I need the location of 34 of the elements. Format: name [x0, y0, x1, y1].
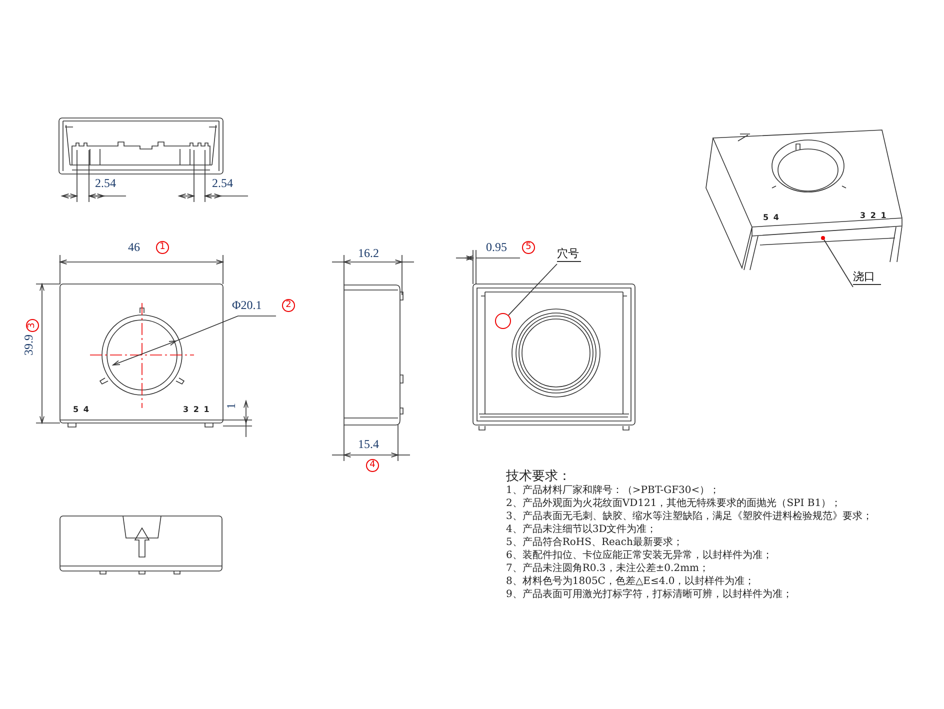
requirement-item: 5、产品符合RoHS、Reach最新要求； — [506, 538, 683, 548]
requirement-item: 2、产品外观面为火花纹面VD121，其他无特殊要求的面抛光（SPI B1）； — [506, 499, 842, 509]
dimension-value: 39.9 — [22, 334, 34, 356]
leader-line — [508, 264, 558, 316]
callout-number: 1 — [156, 241, 169, 254]
pin-number: 3 2 1 — [860, 212, 888, 220]
section-heading: 技术要求： — [506, 470, 571, 483]
leader-label: 穴号 — [557, 248, 581, 262]
dimension-value: 46 — [128, 241, 140, 253]
requirement-item: 8、材料色号为1805C，色差△E≤4.0，以封样件为准； — [506, 577, 755, 587]
dimension-value: 2.54 — [95, 177, 116, 189]
leader-line — [824, 239, 854, 288]
pin-number: 5 4 — [73, 406, 90, 414]
leader-label: 浇口 — [853, 271, 881, 285]
hole-marker — [495, 313, 511, 329]
dimension-value: 1 — [225, 403, 237, 409]
gate-marker — [821, 236, 825, 240]
callout-number: 3 — [26, 319, 39, 332]
requirement-item: 9、产品表面可用激光打标字符，打标清晰可辨，以封样件为准； — [506, 590, 792, 600]
requirement-item: 3、产品表面无毛刺、缺胶、缩水等注塑缺陷，满足《塑胶件进料检验规范》要求； — [506, 512, 872, 522]
requirement-item: 6、装配件扣位、卡位应能正常安装无异常，以封样件为准； — [506, 551, 772, 561]
requirement-item: 1、产品材料厂家和牌号：（>PBT-GF30<）； — [506, 486, 720, 496]
callout-number: 4 — [366, 459, 379, 472]
pin-number: 5 4 — [763, 214, 780, 222]
callout-number: 5 — [522, 241, 535, 254]
requirement-item: 7、产品未注圆角R0.3，未注公差±0.2mm； — [506, 564, 710, 574]
requirement-item: 4、产品未注细节以3D文件为准； — [506, 525, 657, 535]
dimension-value: 0.95 — [486, 241, 507, 253]
dimension-value: 2.54 — [212, 177, 233, 189]
dimension-value: Φ20.1 — [232, 299, 262, 311]
dimension-value: 15.4 — [358, 438, 379, 450]
dimension-value: 16.2 — [358, 247, 379, 259]
callout-number: 2 — [282, 299, 295, 312]
pin-number: 3 2 1 — [183, 406, 210, 414]
